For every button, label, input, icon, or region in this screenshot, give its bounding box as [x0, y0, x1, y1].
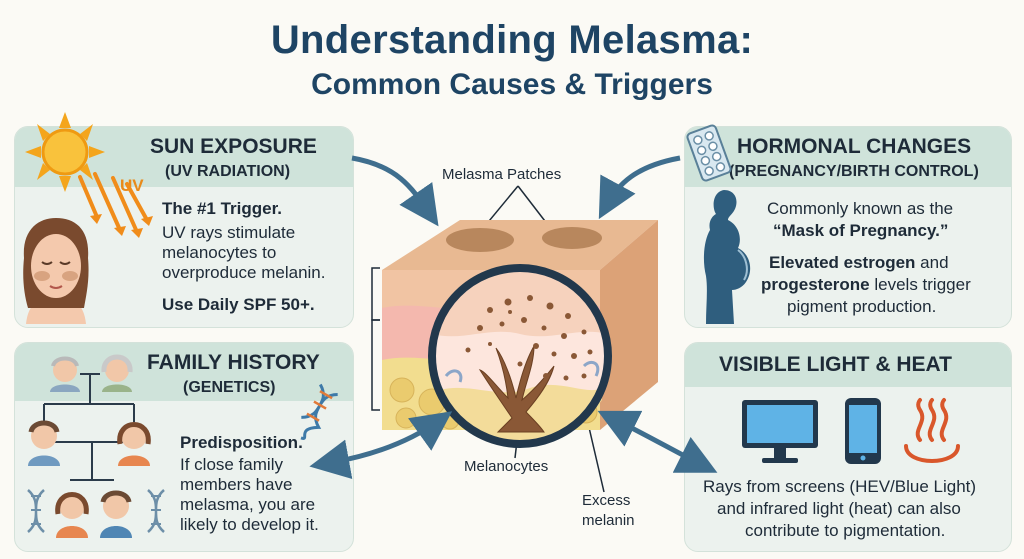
- skin-cross-section-diagram: [371, 185, 658, 493]
- layer-brackets: [371, 267, 380, 411]
- mask-of-pregnancy: “Mask of Pregnancy.”: [773, 221, 949, 240]
- hormonal-text: levels trigger: [869, 275, 971, 294]
- monitor-icon: [742, 400, 818, 463]
- visible-heading: VISIBLE LIGHT & HEAT: [719, 353, 952, 376]
- hormonal-subheading: (PREGNANCY/BIRTH CONTROL): [729, 163, 979, 180]
- sun-tip: Use Daily SPF 50+.: [162, 295, 315, 314]
- family-body-line: likely to develop it.: [180, 515, 319, 534]
- hormonal-text: and: [915, 253, 949, 272]
- sun-icon: [25, 112, 105, 192]
- visible-body-line: contribute to pigmentation.: [745, 521, 946, 540]
- hormonal-changes-panel: HORMONAL CHANGES (PREGNANCY/BIRTH CONTRO…: [684, 126, 1012, 328]
- pregnant-silhouette-icon: [703, 190, 751, 324]
- son-avatar-icon: [100, 490, 132, 538]
- estrogen-text: Elevated estrogen: [769, 253, 916, 272]
- melasma-patches-label: Melasma Patches: [442, 166, 562, 183]
- uv-rays-icon: [78, 172, 153, 238]
- melanocytes-label: Melanocytes: [464, 458, 549, 475]
- hormonal-line: Elevated estrogen and: [769, 253, 949, 273]
- dna-icon: [147, 489, 165, 533]
- daughter-avatar-icon: [55, 492, 89, 538]
- sun-to-skin-arrow: [351, 155, 439, 227]
- progesterone-text: progesterone: [761, 275, 870, 294]
- sun-lead: The #1 Trigger.: [162, 199, 282, 218]
- dna-icon: [27, 489, 45, 533]
- melanin-granules: [465, 295, 593, 381]
- excess-melanin-label: Excess: [582, 492, 631, 509]
- melasma-patch: [542, 227, 602, 249]
- hormonal-to-skin-arrow: [598, 155, 681, 220]
- family-body-line: If close family: [180, 455, 283, 474]
- sun-heading: SUN EXPOSURE: [150, 135, 317, 158]
- grandmother-avatar-icon: [101, 354, 133, 392]
- smartphone-icon: [845, 398, 881, 464]
- sun-subheading: (UV RADIATION): [165, 163, 291, 180]
- grandfather-avatar-icon: [50, 356, 80, 392]
- sun-body-line: UV rays stimulate: [162, 223, 296, 242]
- visible-body-line: and infrared light (heat) can also: [717, 499, 961, 518]
- family-tree-icon: [28, 354, 151, 538]
- hormonal-heading: HORMONAL CHANGES: [737, 135, 972, 158]
- visible-header-band: [685, 343, 1011, 387]
- family-heading: FAMILY HISTORY: [147, 351, 320, 374]
- melasma-patch: [446, 228, 514, 252]
- excess-melanin-label: melanin: [582, 512, 635, 529]
- sun-body-line: overproduce melanin.: [162, 263, 326, 282]
- visible-to-skin-arrow: [597, 410, 718, 473]
- family-to-skin-arrow: [309, 411, 453, 479]
- pill-pack-icon: [686, 124, 732, 182]
- subtitle: Common Causes & Triggers: [311, 68, 713, 101]
- family-subheading: (GENETICS): [183, 379, 276, 396]
- magnifier-ring: [428, 264, 612, 448]
- hormonal-header-band: [685, 127, 1011, 187]
- hormonal-line: progesterone levels trigger: [761, 275, 971, 295]
- sun-body-line: melanocytes to: [162, 243, 277, 262]
- skin-right-face: [600, 220, 658, 430]
- family-body-line: members have: [180, 475, 293, 494]
- heat-icon: [904, 398, 960, 463]
- hormonal-line: Commonly known as the: [767, 199, 954, 218]
- face-icon: [23, 218, 89, 324]
- visible-body-line: Rays from screens (HEV/Blue Light): [703, 477, 977, 496]
- mother-avatar-icon: [117, 422, 151, 466]
- family-body-line: melasma, you are: [180, 495, 316, 514]
- hormonal-line: pigment production.: [787, 297, 937, 316]
- father-avatar-icon: [28, 420, 60, 466]
- family-lead: Predisposition.: [180, 433, 303, 452]
- uv-label: UV: [120, 176, 144, 195]
- main-title: Understanding Melasma:: [270, 18, 754, 62]
